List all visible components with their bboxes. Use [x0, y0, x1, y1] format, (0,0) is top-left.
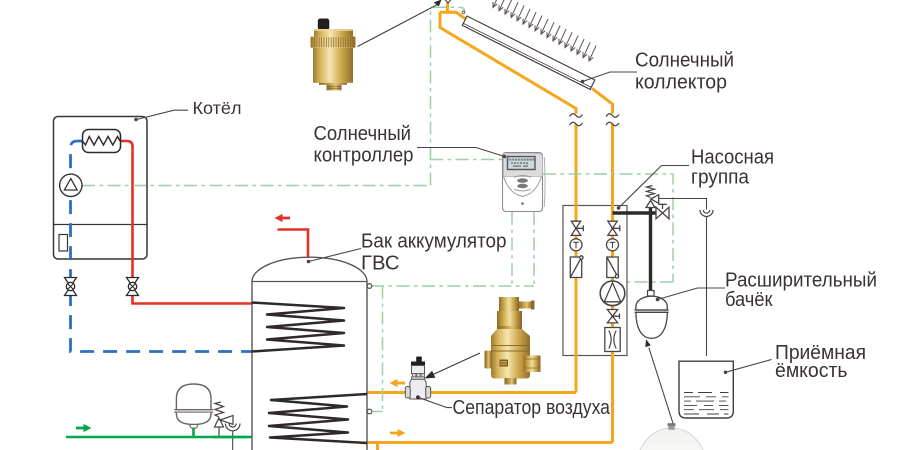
svg-text:контроллер: контроллер	[314, 145, 414, 167]
svg-text:Солнечный: Солнечный	[635, 50, 734, 72]
svg-text:Насосная: Насосная	[691, 147, 774, 169]
svg-text:Приёмная: Приёмная	[775, 342, 866, 364]
svg-text:Сепаратор воздуха: Сепаратор воздуха	[453, 397, 611, 419]
svg-text:ёмкость: ёмкость	[775, 360, 848, 382]
svg-text:Котёл: Котёл	[193, 98, 242, 118]
svg-text:бачёк: бачёк	[725, 289, 773, 311]
svg-text:Расширительный: Расширительный	[725, 270, 877, 292]
svg-text:Солнечный: Солнечный	[314, 123, 412, 145]
svg-text:ГВС: ГВС	[361, 253, 400, 275]
svg-text:группа: группа	[691, 167, 750, 189]
svg-text:коллектор: коллектор	[635, 72, 727, 94]
svg-text:Бак аккумулятор: Бак аккумулятор	[361, 231, 507, 253]
